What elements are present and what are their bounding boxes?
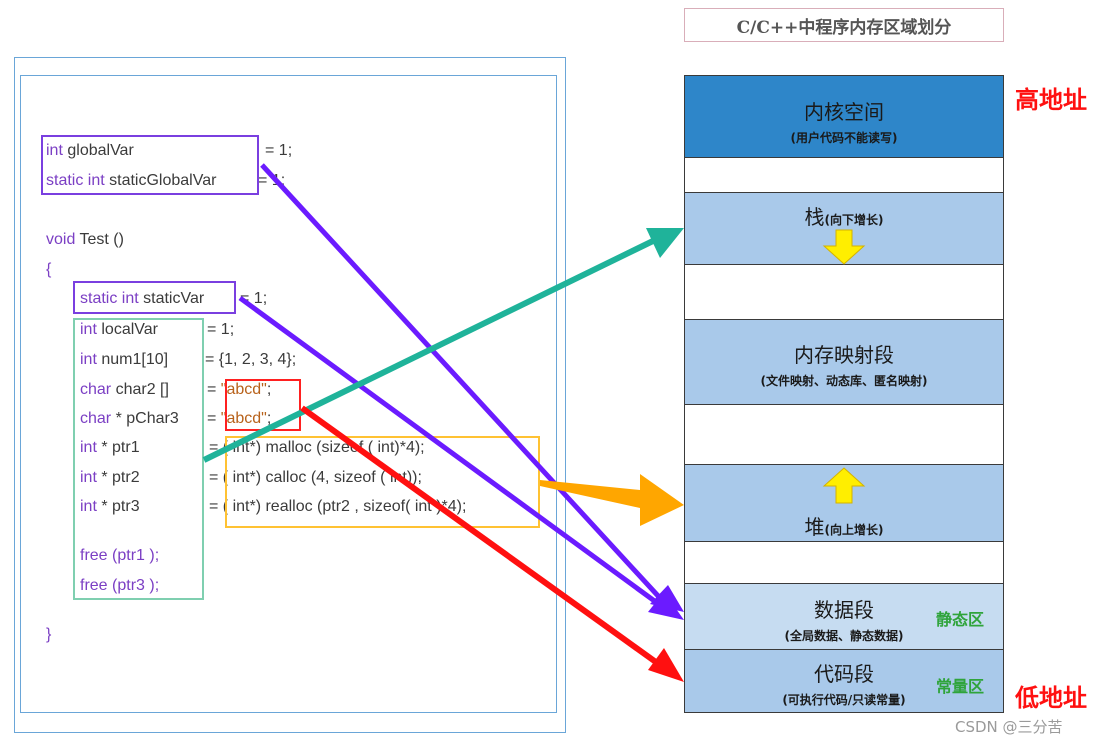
segment-title: 数据段 [814,598,874,622]
static-to-data-arrow [238,295,662,608]
static-var-highlight [73,281,236,314]
code-line-free-ptr1: free (ptr1 ); [80,547,160,564]
equals: = [207,410,221,427]
code-assign: = 1; [207,320,234,340]
string-literal: "abcd" [220,410,267,427]
code-line-pchar3: char * pChar3 [80,409,179,429]
assignment: = 1; [207,321,235,338]
heap-label: 堆(向上增长) [685,511,1003,540]
data-segment: 数据段 (全局数据、静态数据) [684,583,1004,649]
code-line-char2: char char2 [] [80,380,169,400]
code-panel-outer [14,57,566,733]
keyword: char [80,410,112,427]
keyword: int [80,439,97,456]
stack-label: 栈(向下增长) [685,201,1003,230]
heap-alloc-highlight [225,436,540,528]
code-assign: = ( int*) malloc (sizeof ( int)*4); [209,438,425,458]
const-area-label: 常量区 [936,677,985,696]
assignment: = ( int*) malloc (sizeof ( int)*4); [209,439,425,456]
static-area-label: 静态区 [936,610,985,629]
code-line-static-global: static int staticGlobalVar [46,171,216,191]
segment-title: 栈 [804,205,825,229]
keyword: int [80,469,97,486]
code-line-global-var: int globalVar [46,141,134,161]
keyword: static int [80,290,139,307]
text-segment: 代码段 (可执行代码/只读常量) [684,649,1004,713]
low-address-label: 低地址 [1015,684,1087,712]
identifier: * ptr2 [101,469,140,486]
equals: = [207,381,221,398]
literals-to-text-arrowhead [648,648,684,682]
alloc-to-heap-arrow [540,474,684,526]
high-address-label: 高地址 [1015,86,1087,114]
assignment: = {1, 2, 3, 4}; [205,351,297,368]
kernel-space-segment: 内核空间 (用户代码不能读写) [684,75,1004,157]
keyword: int [80,351,97,368]
segment-title: 代码段 [814,662,874,686]
identifier: localVar [101,321,158,338]
code-assign: = 1; [265,141,292,161]
segment-subtitle: (文件映射、动态库、匿名映射) [760,374,928,388]
identifier: staticVar [143,290,205,307]
mmap-segment: 内存映射段 (文件映射、动态库、匿名映射) [684,319,1004,404]
keyword: char [80,381,112,398]
assignment: = 1; [265,142,293,159]
locals-to-stack-arrowhead [646,228,684,258]
code-line-function: void Test () [46,230,124,250]
segment-subtitle: (全局数据、静态数据) [784,629,904,643]
identifier: Test () [79,231,124,248]
static-to-data-arrowhead [648,592,684,620]
segment-title: 堆 [804,515,825,539]
memory-layout-title: C/C++中程序内存区域划分 [684,8,1004,42]
gap-segment [684,404,1004,464]
segment-title: 内核空间 [804,100,884,124]
code-line-ptr2: int * ptr2 [80,468,140,488]
gap-segment [684,541,1004,583]
identifier: staticGlobalVar [109,172,217,189]
code-open-brace: { [46,261,52,278]
code-line-free-ptr3: free (ptr3 ); [80,577,160,594]
segment-subtitle: (可执行代码/只读常量) [782,693,906,707]
semicolon: ; [266,410,272,427]
code-line-num1: int num1[10] [80,350,168,370]
stack-grow-down-arrow [822,229,866,265]
code-line-ptr3: int * ptr3 [80,497,140,517]
identifier: char2 [] [115,381,169,398]
identifier: * ptr3 [101,498,140,515]
identifier: globalVar [67,142,134,159]
code-line-static-var: static int staticVar [80,289,204,309]
locals-highlight [73,318,204,600]
code-line-local-var: int localVar [80,320,158,340]
identifier: num1[10] [101,351,169,368]
string-literal: "abcd" [220,381,267,398]
heap-grow-up-arrow [822,467,866,504]
identifier: * ptr1 [101,439,140,456]
keyword: static int [46,172,105,189]
identifier: * pChar3 [115,410,179,427]
gap-segment [684,264,1004,319]
code-line-ptr1: int * ptr1 [80,438,140,458]
keyword: int [46,142,63,159]
literals-to-text-arrow [300,405,662,668]
code-assign: = {1, 2, 3, 4}; [205,350,296,370]
code-close-brace: } [46,626,52,643]
code-assign: = "abcd"; [207,380,271,400]
global-to-data-arrow [260,163,662,600]
code-panel-inner [20,75,557,713]
semicolon: ; [266,381,272,398]
segment-subtitle: (用户代码不能读写) [790,131,898,145]
gap-segment [684,157,1004,192]
segment-subtitle: (向下增长) [824,213,884,227]
code-assign: = "abcd"; [207,409,271,429]
locals-to-stack-arrow [202,237,657,463]
keyword: void [46,231,76,248]
keyword: int [80,321,97,338]
keyword: int [80,498,97,515]
watermark: CSDN @三分苦 [955,718,1063,736]
global-vars-highlight [41,135,259,195]
segment-title: 内存映射段 [794,343,894,367]
segment-subtitle: (向上增长) [824,523,884,537]
